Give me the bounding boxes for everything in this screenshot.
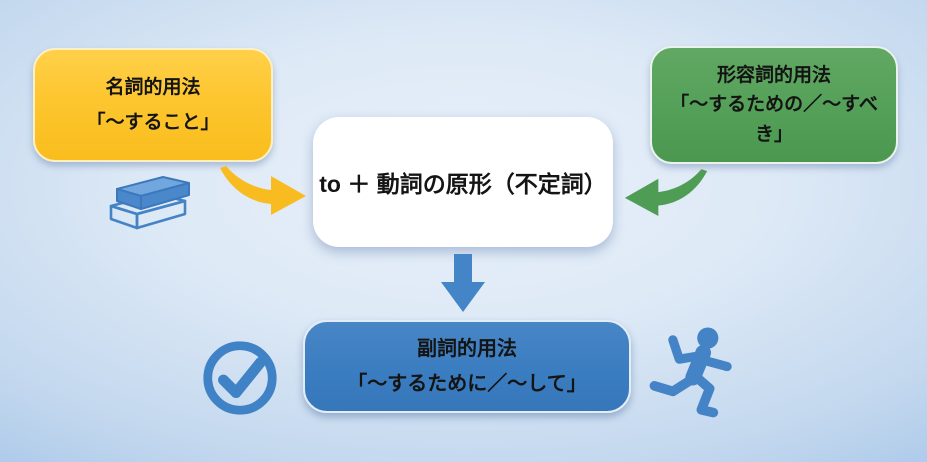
noun-usage-box: 名詞的用法 「～すること」 <box>33 48 273 162</box>
adverb-usage-title: 副詞的用法 <box>417 337 517 360</box>
books-icon <box>103 170 203 236</box>
adjective-usage-box: 形容詞的用法 「～するための／～すべき」 <box>650 46 898 164</box>
noun-usage-meaning: 「～すること」 <box>86 112 220 133</box>
yellow-curved-arrow-icon <box>216 165 310 221</box>
noun-usage-title: 名詞的用法 <box>105 76 201 98</box>
blue-down-arrow-icon <box>441 253 485 313</box>
adjective-usage-title: 形容詞的用法 <box>716 64 831 86</box>
adjective-usage-meaning: 「～するための／～すべき」 <box>670 94 878 145</box>
running-person-icon <box>648 324 740 422</box>
center-formula-box: to ＋ 動詞の原形（不定詞） <box>313 117 613 247</box>
center-formula-label: to ＋ 動詞の原形（不定詞） <box>319 171 607 197</box>
check-circle-icon <box>199 337 281 419</box>
green-curved-arrow-icon <box>622 167 710 223</box>
adverb-usage-box: 副詞的用法 「～するために／～して」 <box>303 320 631 413</box>
adverb-usage-meaning: 「～するために／～して」 <box>347 372 587 395</box>
